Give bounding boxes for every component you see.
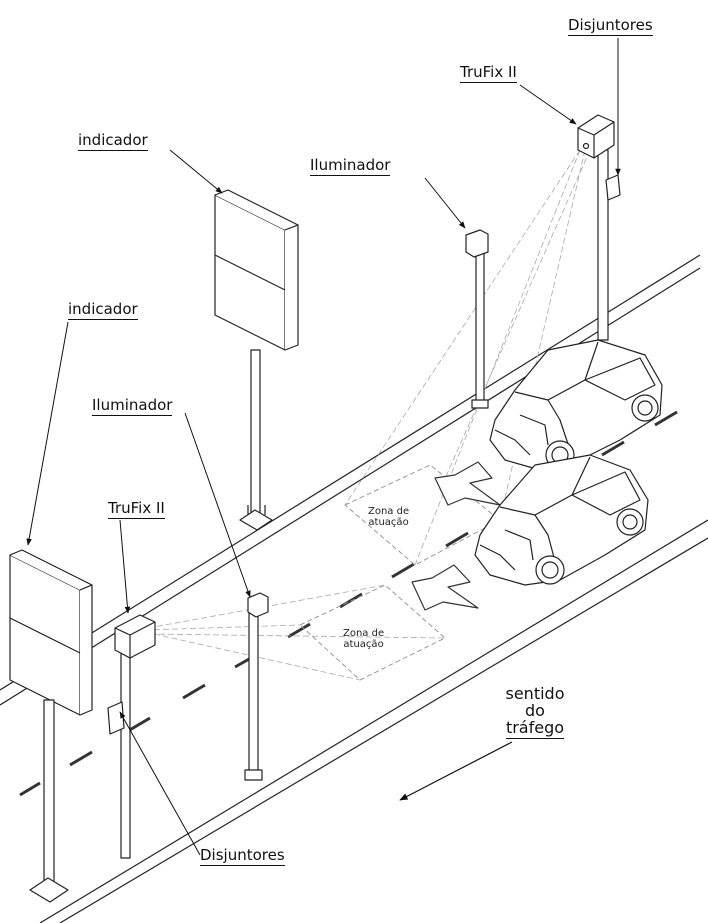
- indicador-sign-top: [214, 189, 299, 531]
- label-trufix-left: TruFix II: [108, 499, 165, 519]
- zone-lower-line2: atuação: [343, 639, 384, 650]
- zone-lower-line1: Zona de: [343, 628, 385, 639]
- zone-upper-line1: Zona de: [368, 506, 410, 517]
- car-lower: [474, 454, 649, 586]
- indicador-sign-left: [9, 549, 93, 903]
- traffic-line3: tráfego: [505, 719, 565, 740]
- iluminador-pole-mid: [244, 592, 269, 781]
- traffic-direction-label: sentido do tráfego: [495, 684, 575, 740]
- label-indicador-top: indicador: [78, 131, 148, 151]
- zone-lower-label: Zona de atuação: [343, 628, 384, 650]
- trufix-camera-top: [577, 114, 621, 341]
- traffic-arrow: [399, 741, 513, 801]
- label-iluminador-mid: Iluminador: [92, 396, 173, 416]
- car-upper: [489, 339, 663, 471]
- zone-upper-label: Zona de atuação: [368, 506, 409, 528]
- traffic-line1: sentido: [505, 684, 565, 703]
- label-disjuntores-bottom: Disjuntores: [200, 846, 285, 866]
- zone-upper-line2: atuação: [368, 517, 409, 528]
- trufix-camera-left: [107, 614, 156, 859]
- road-arrows: [411, 461, 501, 611]
- traffic-line2: do: [525, 700, 545, 720]
- label-iluminador-top: Iluminador: [310, 156, 391, 176]
- fov-lines: [144, 149, 591, 681]
- label-disjuntores-top: Disjuntores: [568, 16, 653, 36]
- label-trufix-top: TruFix II: [460, 63, 517, 83]
- leader-lines: [26, 38, 621, 856]
- iluminador-pole-top: [465, 229, 489, 409]
- label-indicador-left: indicador: [68, 300, 138, 320]
